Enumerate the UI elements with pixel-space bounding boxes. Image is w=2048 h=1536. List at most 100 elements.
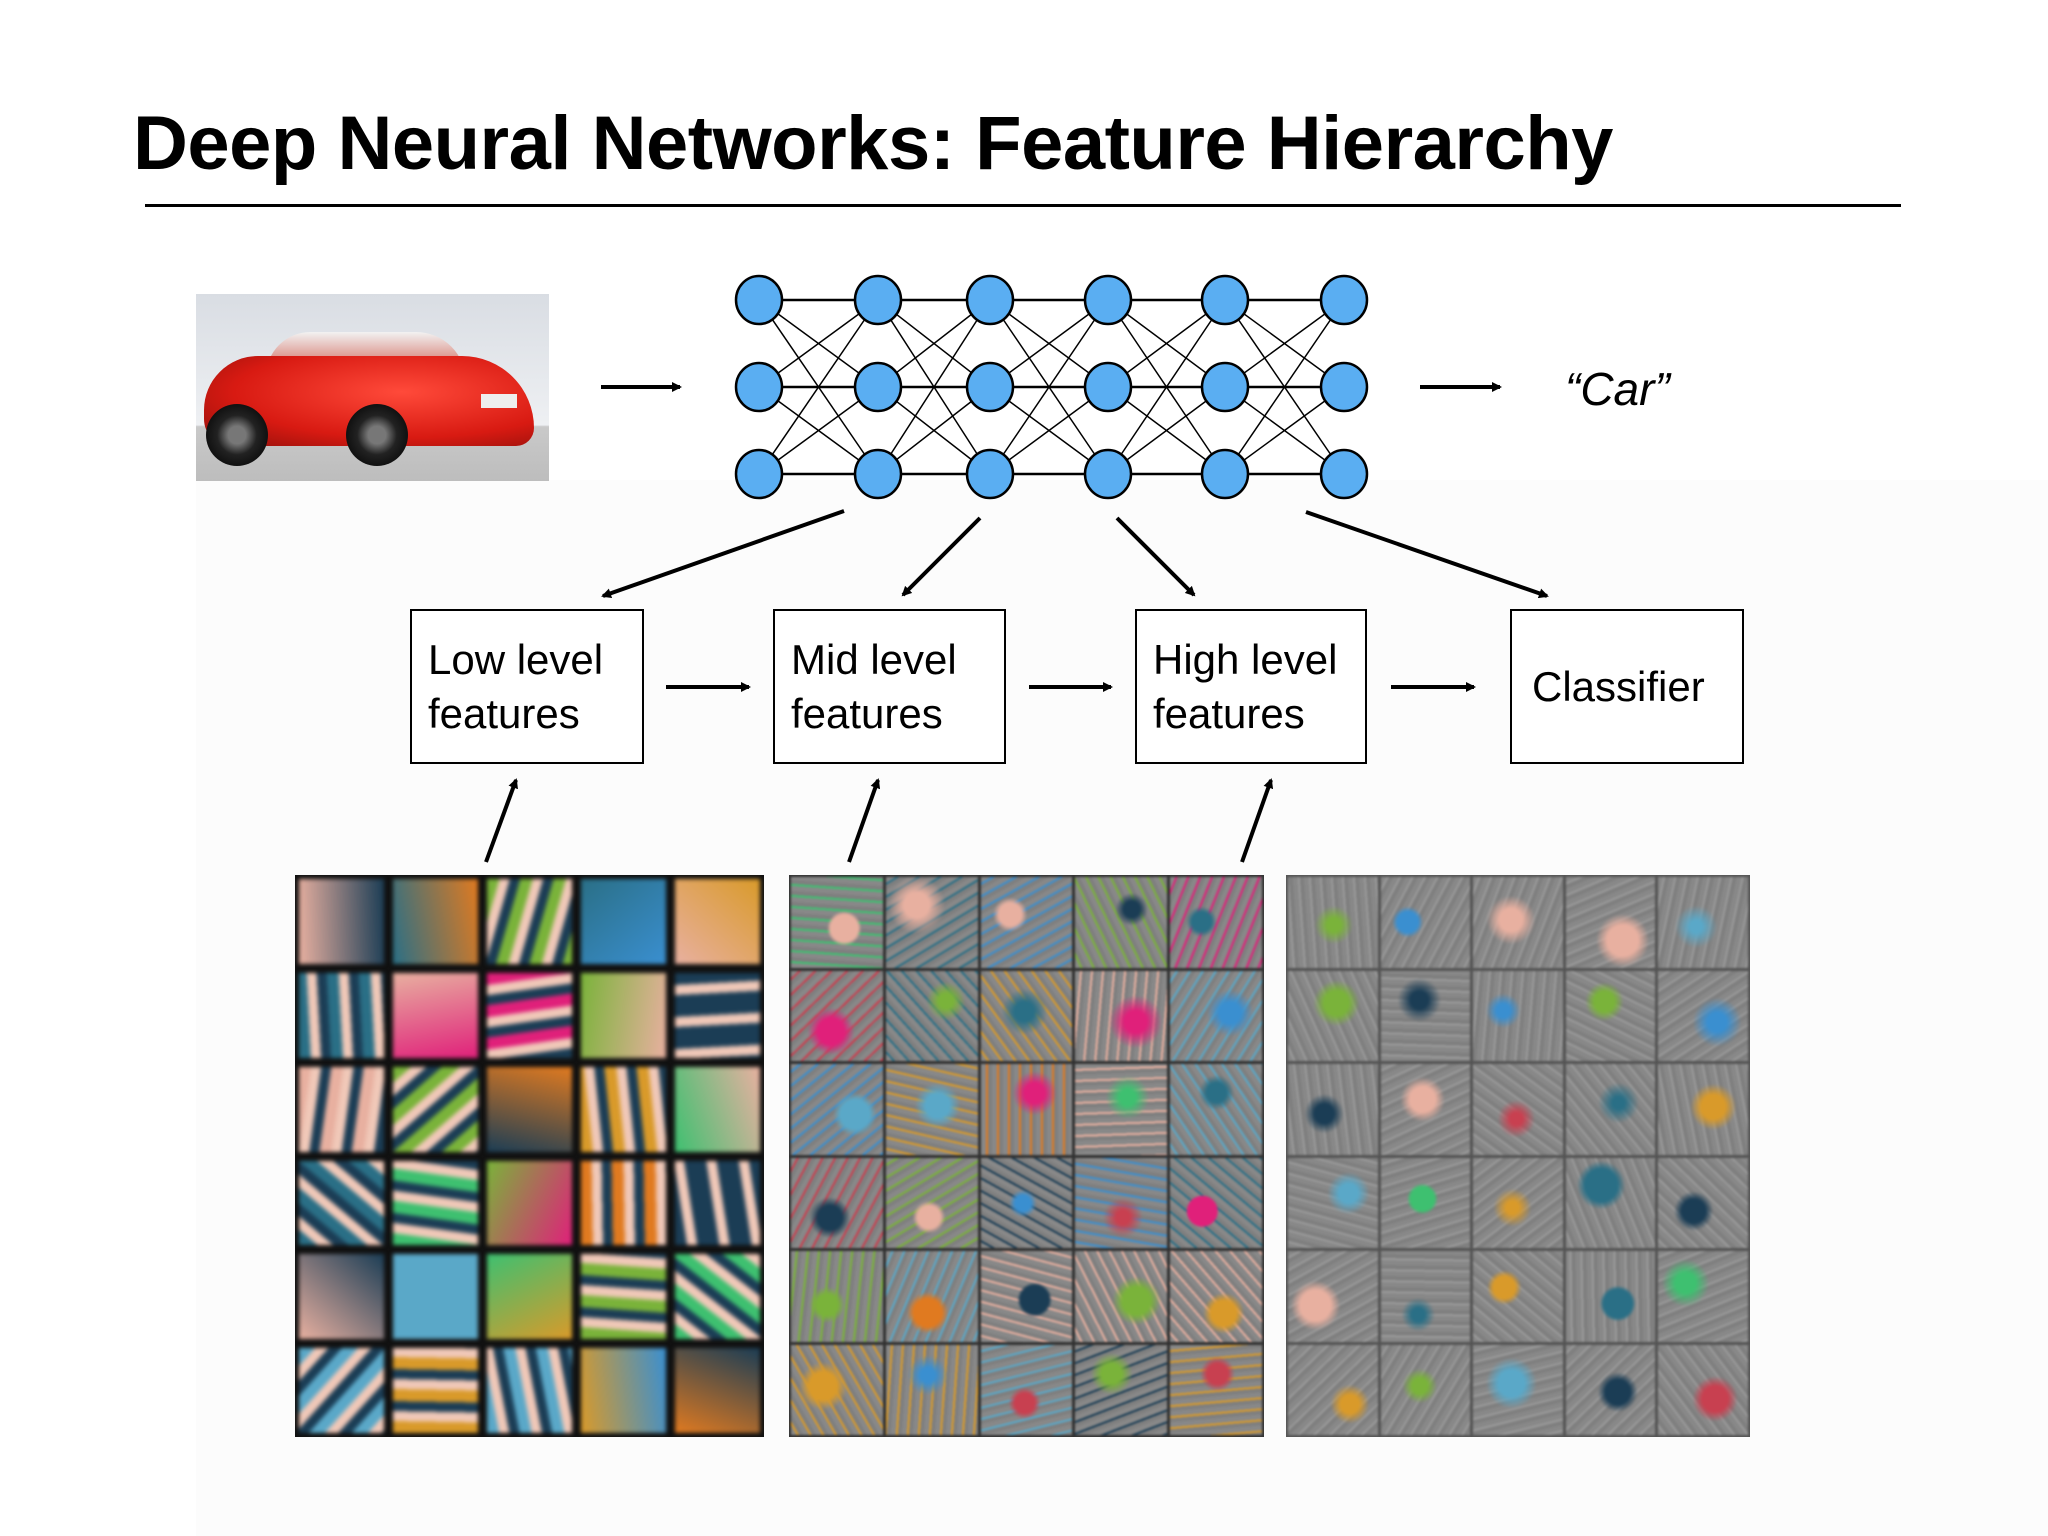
network-node: [853, 361, 903, 413]
filter-visualization: [581, 1160, 666, 1246]
filter-visualization: [885, 1157, 978, 1248]
filter-visualization: [980, 1157, 1073, 1248]
filter-visualization: [1288, 970, 1378, 1061]
arrow-to-high: [1115, 516, 1196, 597]
network-node: [1200, 448, 1250, 500]
filter-visualization: [1288, 1344, 1378, 1435]
filter-visualization: [1170, 1344, 1262, 1435]
filter-visualization: [1658, 877, 1748, 968]
filter-visualization: [1473, 1344, 1563, 1435]
filter-visualization: [791, 1157, 883, 1248]
filter-visualization: [791, 1344, 883, 1435]
filter-visualization: [1380, 1064, 1471, 1155]
network-node: [853, 274, 903, 326]
filter-visualization: [791, 877, 883, 968]
filter-visualization: [1075, 877, 1168, 968]
filter-visualization: [675, 879, 760, 964]
filter-visualization: [1380, 1344, 1471, 1435]
network-node: [1083, 448, 1133, 500]
high-level-features-box: High level features: [1135, 609, 1367, 764]
low-level-features-box: Low level features: [410, 609, 644, 764]
filter-visualization: [791, 1064, 883, 1155]
network-node: [1083, 274, 1133, 326]
box-line: features: [428, 689, 580, 737]
filter-visualization: [1565, 1157, 1656, 1248]
filter-visualization: [299, 879, 384, 964]
network-edge: [1107, 299, 1226, 475]
filter-visualization: [1473, 1251, 1563, 1342]
filter-visualization: [1658, 1251, 1748, 1342]
network-edge: [989, 299, 1109, 475]
filter-visualization: [1473, 970, 1563, 1061]
filter-visualization: [1658, 1344, 1748, 1435]
filter-visualization: [1288, 1157, 1378, 1248]
box-line: High level: [1153, 635, 1338, 683]
network-edge: [877, 299, 991, 475]
network-edge: [1224, 299, 1345, 475]
network-node: [965, 274, 1015, 326]
network-node: [1319, 448, 1369, 500]
filter-visualization: [487, 879, 572, 964]
filter-visualization: [1380, 877, 1471, 968]
filter-visualization: [1380, 1251, 1471, 1342]
filter-visualization: [885, 1064, 978, 1155]
network-node: [1200, 274, 1250, 326]
filter-visualization: [1565, 877, 1656, 968]
filter-visualization: [791, 1251, 883, 1342]
network-node: [1083, 361, 1133, 413]
filter-visualization: [581, 972, 666, 1058]
network-node: [734, 274, 784, 326]
filter-visualization: [1075, 1251, 1168, 1342]
filter-visualization: [980, 1344, 1073, 1435]
filter-visualization: [1170, 877, 1262, 968]
network-node: [734, 448, 784, 500]
network-node: [1319, 274, 1369, 326]
filter-visualization: [1170, 1157, 1262, 1248]
filter-visualization: [299, 1348, 384, 1433]
network-node: [734, 361, 784, 413]
filter-visualization: [1288, 1064, 1378, 1155]
arrow-to-low: [601, 509, 845, 599]
filter-visualization: [1565, 1064, 1656, 1155]
arrow-to-classifier: [1305, 510, 1549, 599]
filter-visualization: [487, 1348, 572, 1433]
network-node: [965, 361, 1015, 413]
filter-visualization: [1473, 1157, 1563, 1248]
filter-visualization: [980, 877, 1073, 968]
classifier-box: Classifier: [1510, 609, 1744, 764]
filter-visualization: [487, 972, 572, 1058]
filter-visualization: [1565, 970, 1656, 1061]
filter-visualization: [581, 1066, 666, 1152]
filter-visualization: [1658, 970, 1748, 1061]
filter-visualization: [675, 972, 760, 1058]
filter-visualization: [1565, 1344, 1656, 1435]
box-line: features: [791, 689, 943, 737]
box-line: Mid level: [791, 635, 957, 683]
filter-visualization: [980, 1251, 1073, 1342]
filter-visualization: [299, 1254, 384, 1340]
filter-visualization: [675, 1066, 760, 1152]
title-divider: [145, 204, 1901, 207]
filter-visualization: [675, 1160, 760, 1246]
filter-visualization: [791, 970, 883, 1061]
filter-visualization: [299, 1160, 384, 1246]
filter-visualization: [885, 1344, 978, 1435]
arrow-to-mid: [901, 516, 982, 597]
high-level-filter-grid: [1286, 875, 1750, 1437]
arrow-grid-low-up: [484, 778, 518, 863]
filter-visualization: [487, 1160, 572, 1246]
filter-visualization: [299, 1066, 384, 1152]
input-car-image: [196, 294, 549, 481]
filter-visualization: [675, 1348, 760, 1433]
filter-visualization: [675, 1254, 760, 1340]
filter-visualization: [487, 1254, 572, 1340]
box-line: features: [1153, 689, 1305, 737]
filter-visualization: [1075, 1344, 1168, 1435]
network-node: [965, 448, 1015, 500]
filter-visualization: [1170, 1064, 1262, 1155]
output-label: “Car”: [1565, 363, 1670, 415]
filter-visualization: [1288, 877, 1378, 968]
mid-level-filter-grid: [789, 875, 1264, 1437]
filter-visualization: [1075, 970, 1168, 1061]
